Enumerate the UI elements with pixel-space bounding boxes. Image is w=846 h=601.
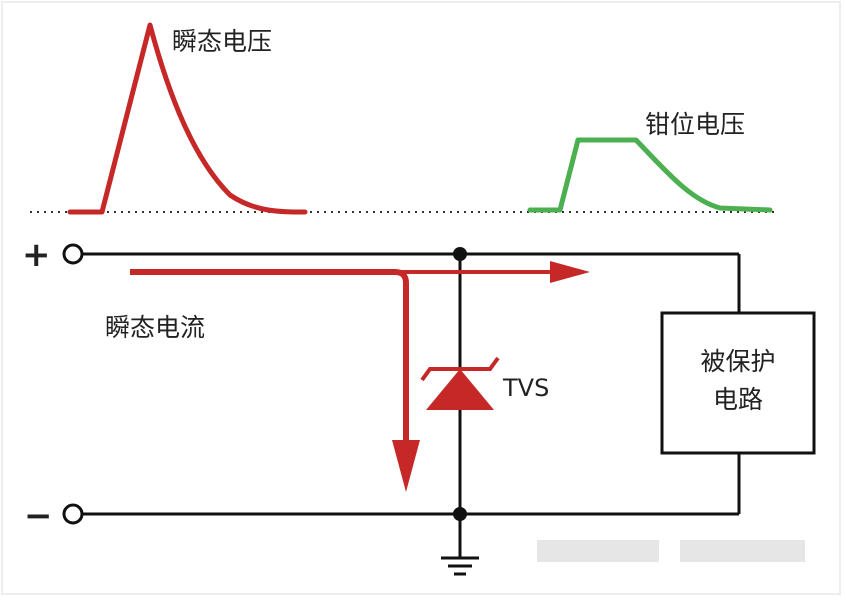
clamp-voltage-label: 钳位电压 <box>645 110 745 139</box>
top-junction <box>453 247 467 261</box>
plus-sign: + <box>22 235 51 275</box>
current-arrowhead-down <box>392 440 420 492</box>
tvs-label: TVS <box>502 374 549 402</box>
protected-circuit-box <box>660 311 816 455</box>
minus-terminal <box>62 503 84 525</box>
watermark-blur <box>537 540 805 562</box>
transient-voltage-label: 瞬态电压 <box>172 27 272 56</box>
tvs-diode-triangle <box>426 369 494 410</box>
tvs-diode-bar <box>420 356 500 382</box>
protected-circuit-label-line2: 电路 <box>713 385 763 414</box>
ground-symbol <box>441 556 479 576</box>
transient-current-label: 瞬态电流 <box>105 313 205 342</box>
current-arrowhead-right <box>550 261 590 283</box>
bottom-junction <box>453 507 467 521</box>
transient-current-arrow <box>130 261 590 492</box>
transient-voltage-waveform <box>67 22 308 215</box>
tvs-diode-symbol <box>420 356 500 410</box>
protected-circuit-label-line1: 被保护 <box>700 347 775 376</box>
plus-terminal <box>62 243 84 265</box>
clamp-voltage-waveform <box>527 137 773 213</box>
minus-sign: − <box>24 496 53 536</box>
